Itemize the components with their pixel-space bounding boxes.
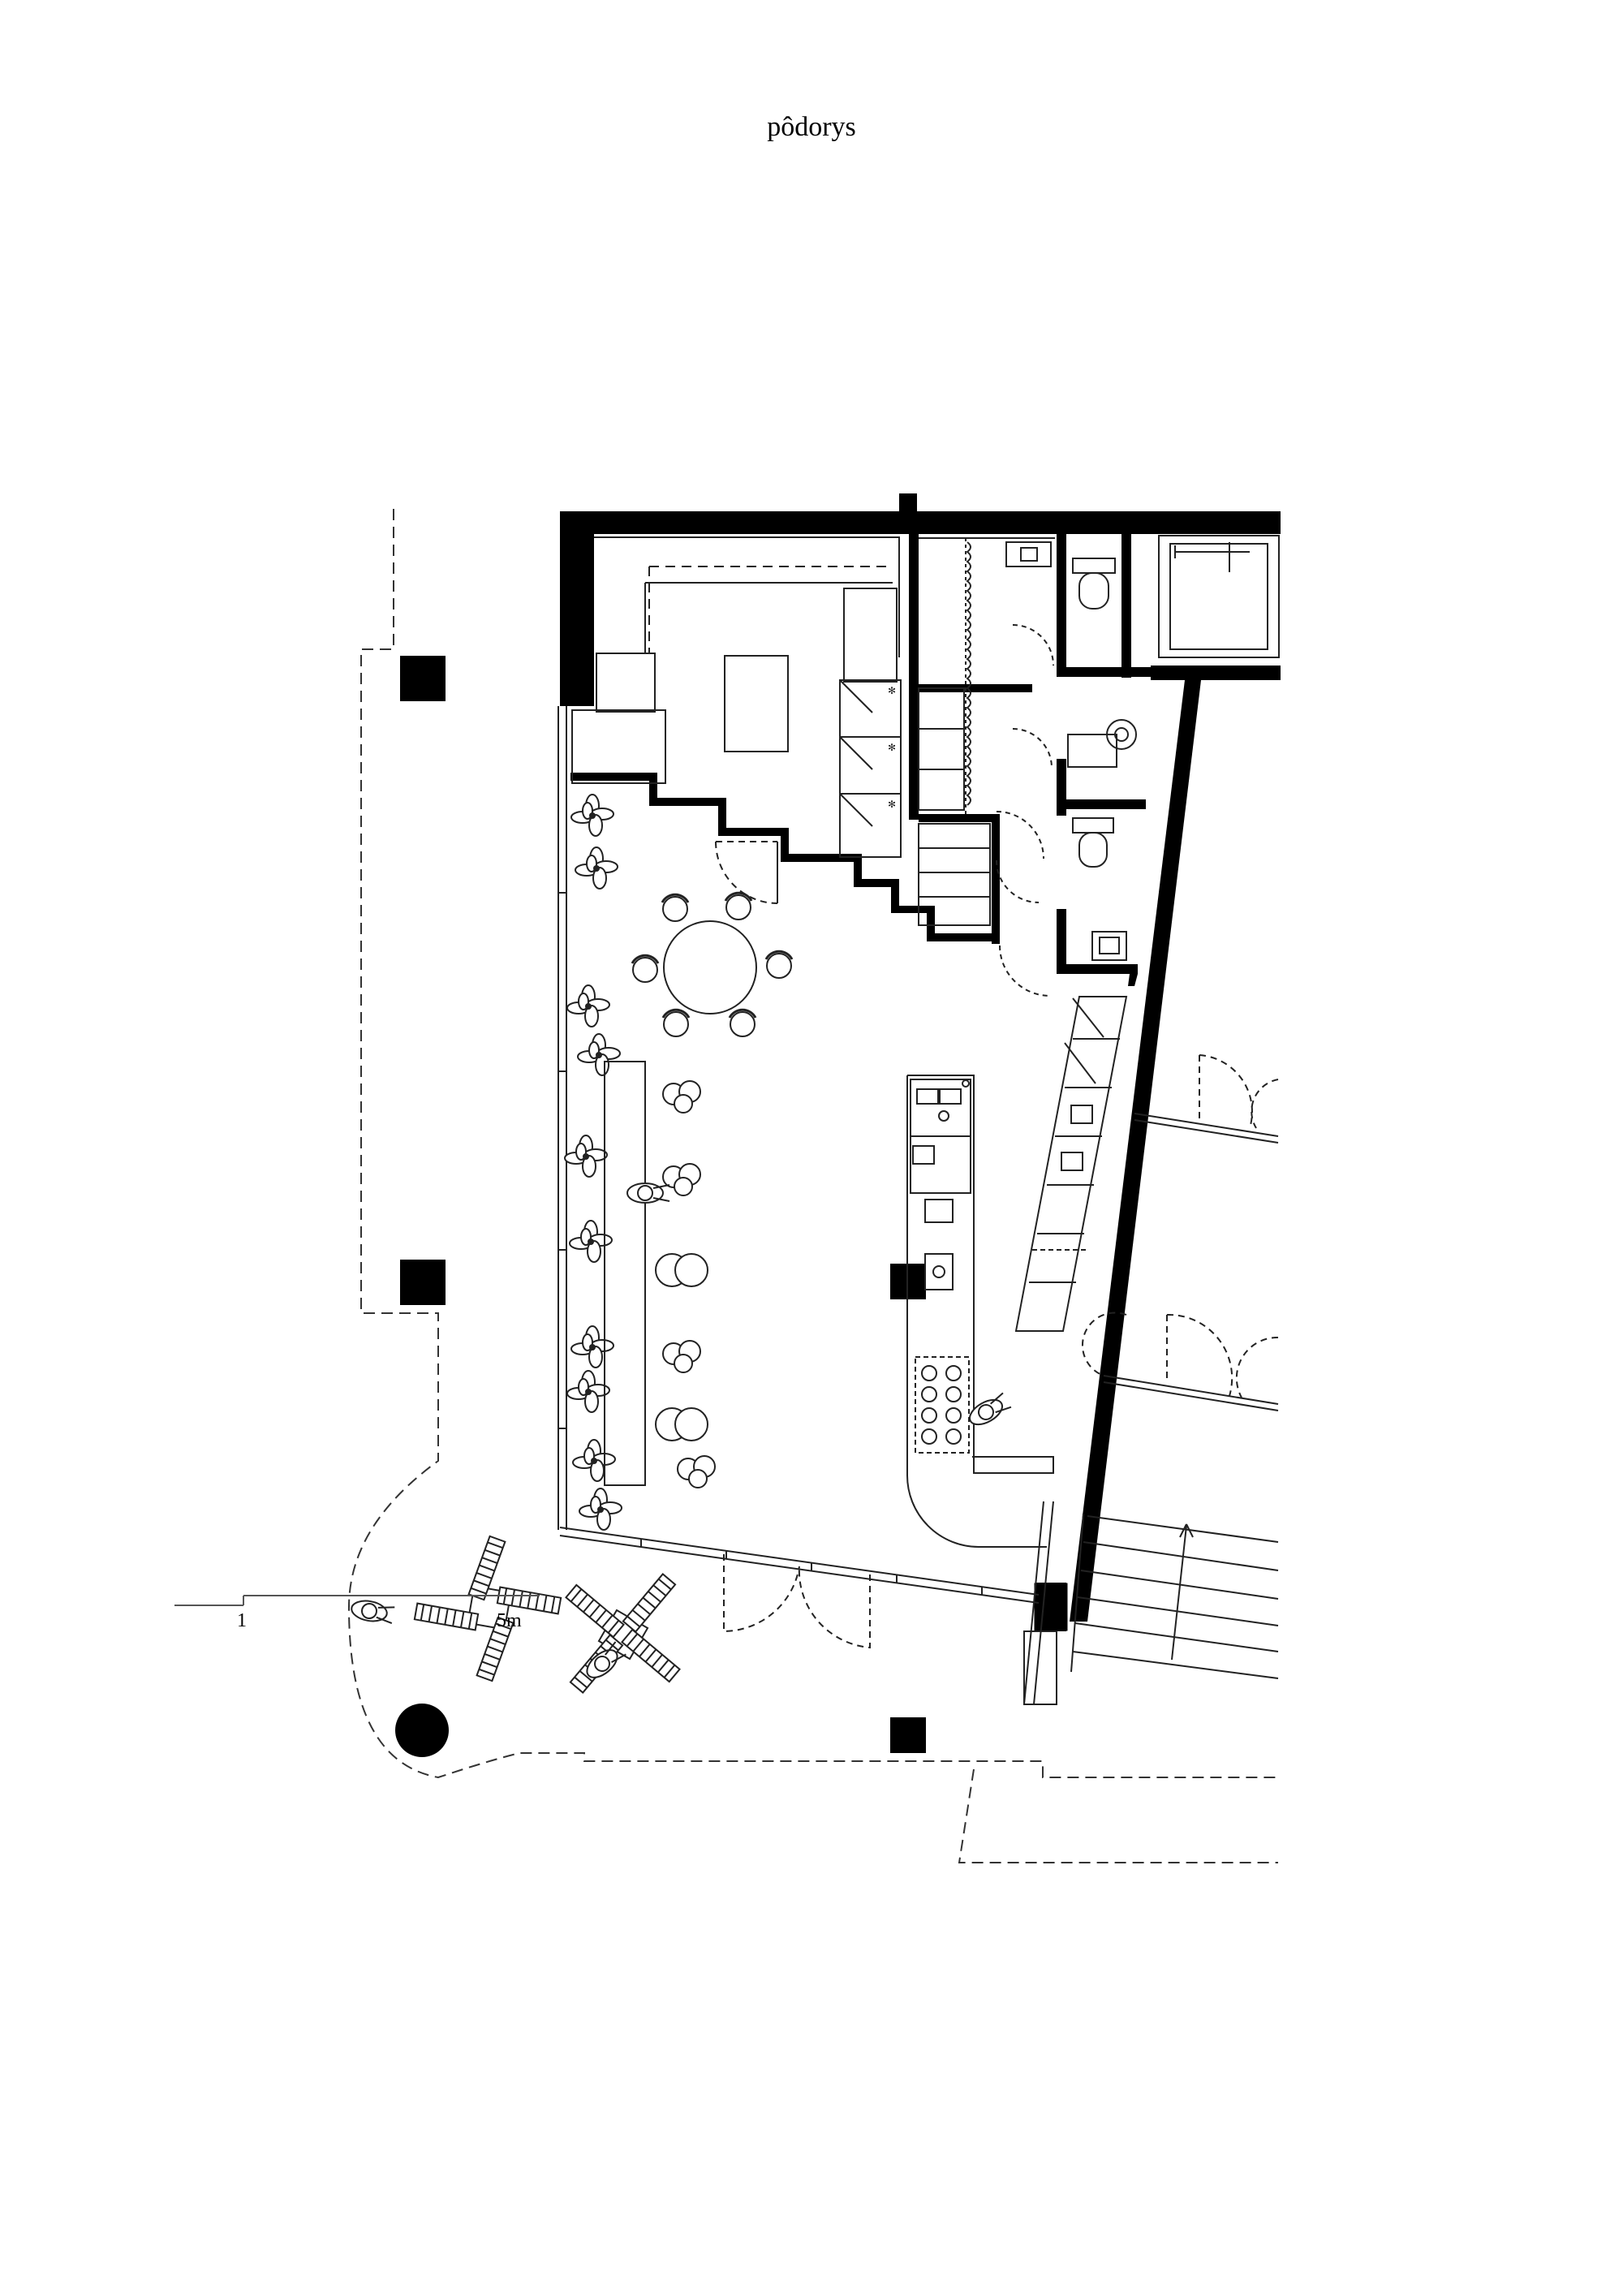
kitchen: ✻ ✻ ✻ <box>571 536 902 904</box>
svg-text:✻: ✻ <box>888 742 896 753</box>
plan-title: pôdorys <box>767 112 856 142</box>
entrance-doors <box>723 1554 871 1649</box>
adjacent-units <box>1081 1054 1279 1411</box>
svg-text:✻: ✻ <box>888 685 896 696</box>
service-counter <box>906 1075 1054 1548</box>
scale-bar <box>174 1595 540 1606</box>
round-dining-table <box>631 891 794 1038</box>
wc-area <box>918 535 1280 997</box>
wc-right-wall <box>1128 974 1138 986</box>
svg-text:✻: ✻ <box>888 799 896 810</box>
terrace-table-2 <box>565 1573 681 1694</box>
terrace-person <box>349 1597 396 1626</box>
barista <box>964 1390 1013 1431</box>
glass-facades <box>558 706 1057 1705</box>
window-bar <box>604 1061 646 1486</box>
planters <box>564 794 622 1531</box>
bar-stools <box>626 1080 716 1488</box>
exterior-stairs <box>1070 1513 1279 1679</box>
scale-label-start: 1 <box>237 1610 247 1631</box>
back-counter <box>1014 996 1128 1332</box>
terrace-table-1 <box>413 1535 562 1682</box>
kitchen-island <box>724 655 789 752</box>
scale-label-end: 5m <box>497 1610 522 1631</box>
site-boundary <box>347 509 1278 1863</box>
walls <box>560 493 1281 1631</box>
